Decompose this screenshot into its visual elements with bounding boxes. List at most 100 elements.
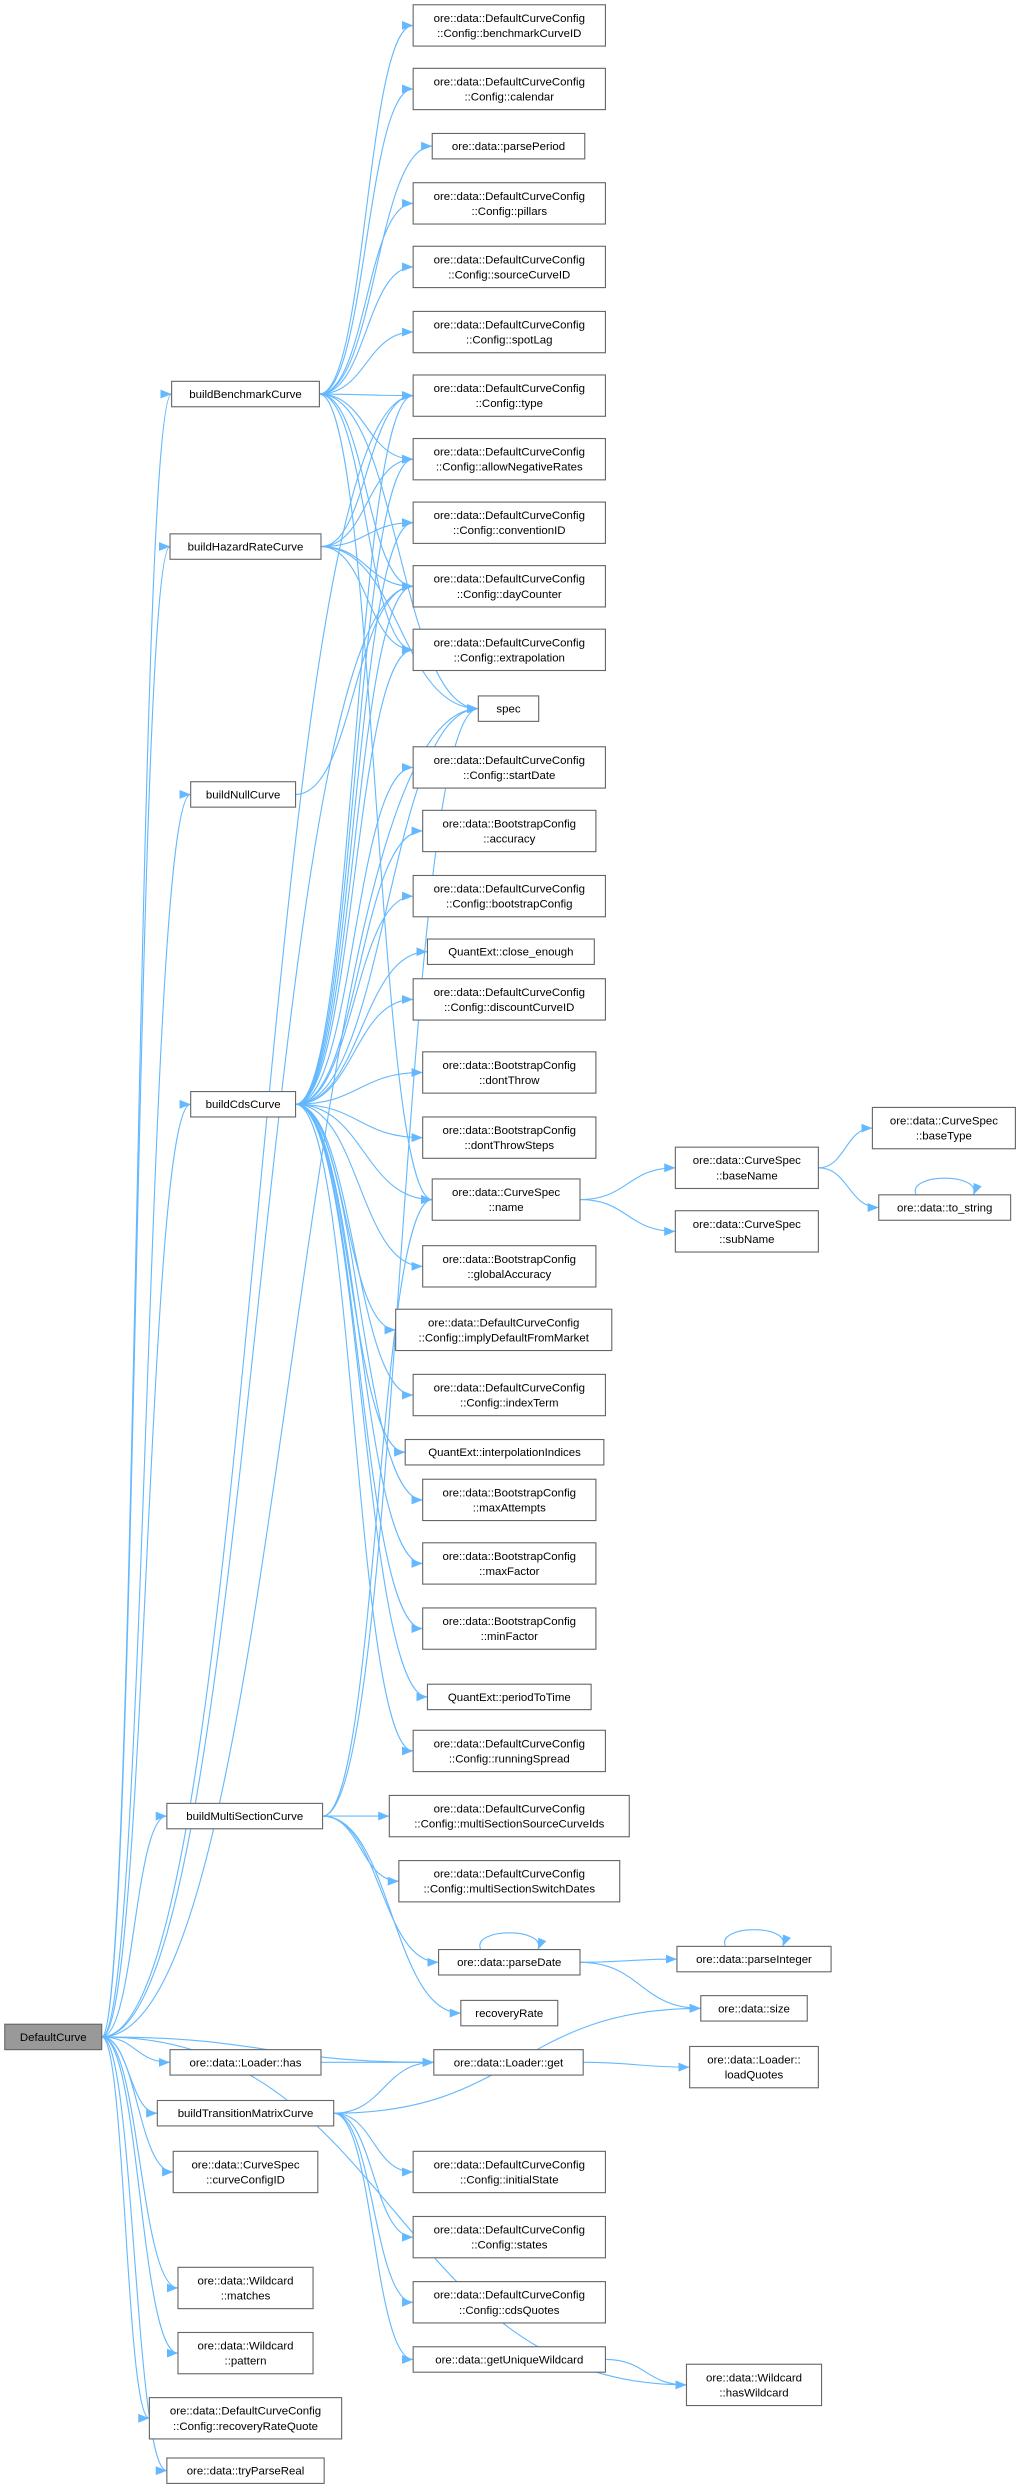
node-label: loadQuotes	[725, 2070, 784, 2082]
graph-node-ce[interactable]: QuantExt::close_enough	[426, 938, 595, 966]
node-label: ore::data::BootstrapConfig	[443, 1487, 577, 1499]
graph-node-cal[interactable]: ore::data::DefaultCurveConfig::Config::c…	[412, 67, 606, 111]
edge-bms-to-rr	[322, 1815, 461, 2018]
edge-bbc-to-name	[319, 393, 433, 1204]
graph-node-rrq[interactable]: ore::data::DefaultCurveConfig::Config::r…	[148, 2397, 343, 2440]
node-label: ::Config::startDate	[463, 770, 555, 782]
node-label: ::matches	[221, 2290, 271, 2302]
edge-bcds-to-ext	[295, 645, 414, 1105]
graph-node-ma[interactable]: ore::data::BootstrapConfig::maxAttempts	[422, 1478, 597, 1522]
edge-bcds-to-dts	[295, 1103, 423, 1143]
graph-node-ts[interactable]: ore::data::to_string	[878, 1194, 1012, 1221]
graph-node-bcfg[interactable]: ore::data::DefaultCurveConfig::Config::b…	[412, 874, 606, 918]
node-box	[388, 1794, 630, 1838]
graph-node-guw[interactable]: ore::data::getUniqueWildcard	[412, 2346, 606, 2373]
graph-node-lget[interactable]: ore::data::Loader::get	[433, 2049, 584, 2076]
graph-node-st[interactable]: ore::data::DefaultCurveConfig::Config::s…	[412, 2215, 606, 2259]
graph-node-type[interactable]: ore::data::DefaultCurveConfig::Config::t…	[412, 374, 606, 417]
graph-node-dc[interactable]: DefaultCurve	[4, 2023, 103, 2051]
graph-node-ext[interactable]: ore::data::DefaultCurveConfig::Config::e…	[412, 628, 606, 672]
graph-node-sz[interactable]: ore::data::size	[700, 1995, 808, 2022]
graph-node-btm[interactable]: buildTransitionMatrixCurve	[156, 2099, 335, 2127]
graph-node-mssc[interactable]: ore::data::DefaultCurveConfig::Config::m…	[388, 1794, 630, 1838]
graph-node-bms[interactable]: buildMultiSectionCurve	[166, 1802, 324, 1830]
node-label: ::baseName	[716, 1170, 778, 1182]
graph-node-rs[interactable]: ore::data::DefaultCurveConfig::Config::r…	[412, 1729, 606, 1773]
node-label: QuantExt::periodToTime	[448, 1692, 571, 1704]
node-label: DefaultCurve	[20, 2032, 87, 2044]
edge-btm-to-st	[333, 2112, 414, 2242]
graph-node-tpr[interactable]: ore::data::tryParseReal	[166, 2457, 325, 2484]
graph-node-anr[interactable]: ore::data::DefaultCurveConfig::Config::a…	[412, 437, 606, 481]
graph-node-pil[interactable]: ore::data::DefaultCurveConfig::Config::p…	[412, 182, 606, 225]
graph-node-spot[interactable]: ore::data::DefaultCurveConfig::Config::s…	[412, 310, 606, 354]
edge-dc-to-bcds	[101, 1100, 191, 2038]
graph-node-is[interactable]: ore::data::DefaultCurveConfig::Config::i…	[412, 2150, 606, 2194]
graph-node-bcds[interactable]: buildCdsCurve	[190, 1091, 297, 1118]
graph-node-cq[interactable]: ore::data::DefaultCurveConfig::Config::c…	[412, 2281, 606, 2324]
graph-node-acc[interactable]: ore::data::BootstrapConfig::accuracy	[422, 809, 597, 853]
node-box	[190, 1091, 297, 1118]
graph-node-name[interactable]: ore::data::CurveSpec::name	[431, 1178, 581, 1221]
graph-node-hw[interactable]: ore::data::Wildcard::hasWildcard	[685, 2363, 823, 2407]
node-label: ::Config::pillars	[471, 206, 547, 218]
node-label: ::minFactor	[481, 1631, 538, 1643]
edge-bhr-to-spec	[320, 546, 479, 714]
graph-node-rr[interactable]: recoveryRate	[460, 1999, 559, 2027]
graph-node-mssd[interactable]: ore::data::DefaultCurveConfig::Config::m…	[398, 1860, 621, 1903]
graph-node-wp[interactable]: ore::data::Wildcard::pattern	[177, 2331, 314, 2375]
graph-node-it[interactable]: ore::data::DefaultCurveConfig::Config::i…	[412, 1373, 606, 1417]
graph-node-bt[interactable]: ore::data::CurveSpec::baseType	[871, 1106, 1016, 1150]
graph-node-lq[interactable]: ore::data::Loader::loadQuotes	[689, 2045, 819, 2089]
graph-node-bn[interactable]: ore::data::CurveSpec::baseName	[674, 1146, 819, 1190]
graph-node-idfm[interactable]: ore::data::DefaultCurveConfig::Config::i…	[395, 1308, 613, 1352]
node-box	[412, 978, 606, 1021]
node-box	[169, 2049, 322, 2076]
graph-node-ccid[interactable]: ore::data::CurveSpec::curveConfigID	[172, 2150, 319, 2194]
graph-node-sd[interactable]: ore::data::DefaultCurveConfig::Config::s…	[412, 746, 606, 789]
node-box	[422, 1051, 597, 1094]
graph-node-dcid[interactable]: ore::data::DefaultCurveConfig::Config::d…	[412, 978, 606, 1021]
node-box	[412, 310, 606, 354]
edge-bcds-to-it	[295, 1103, 414, 1400]
graph-node-dts[interactable]: ore::data::BootstrapConfig::dontThrowSte…	[422, 1116, 597, 1159]
graph-node-ii[interactable]: QuantExt::interpolationIndices	[404, 1438, 605, 1466]
graph-node-mf[interactable]: ore::data::BootstrapConfig::maxFactor	[422, 1542, 597, 1585]
graph-node-bhr[interactable]: buildHazardRateCurve	[169, 533, 322, 560]
graph-node-bcid[interactable]: ore::data::DefaultCurveConfig::Config::b…	[412, 4, 606, 47]
edge-dc-to-bhr	[101, 542, 171, 2038]
node-label: ::Config::runningSpread	[449, 1753, 570, 1765]
edge-bcds-to-idfm	[295, 1103, 396, 1335]
node-box	[700, 1995, 808, 2022]
graph-node-minf[interactable]: ore::data::BootstrapConfig::minFactor	[422, 1607, 597, 1650]
node-label: ore::data::Loader::	[707, 2055, 800, 2067]
graph-node-pd[interactable]: ore::data::parseDate	[438, 1948, 581, 1976]
node-box	[422, 1478, 597, 1522]
node-box	[422, 1607, 597, 1650]
node-label: ore::data::DefaultCurveConfig	[434, 1738, 585, 1750]
node-box	[412, 746, 606, 789]
edge-bn-to-ts	[818, 1167, 879, 1212]
node-label: ::subName	[719, 1234, 774, 1246]
graph-node-ga[interactable]: ore::data::BootstrapConfig::globalAccura…	[422, 1245, 597, 1288]
edge-ts-to-ts	[914, 1177, 982, 1196]
graph-node-lhas[interactable]: ore::data::Loader::has	[169, 2049, 322, 2076]
graph-node-pp[interactable]: ore::data::parsePeriod	[431, 132, 586, 160]
node-label: ::Config::recoveryRateQuote	[173, 2421, 318, 2433]
graph-node-bbc[interactable]: buildBenchmarkCurve	[171, 380, 320, 408]
graph-node-dcnt[interactable]: ore::data::DefaultCurveConfig::Config::d…	[412, 565, 606, 608]
graph-node-scid[interactable]: ore::data::DefaultCurveConfig::Config::s…	[412, 245, 606, 289]
node-box	[398, 1860, 621, 1903]
node-label: ore::data::DefaultCurveConfig	[434, 755, 585, 767]
graph-node-ptt[interactable]: QuantExt::periodToTime	[426, 1683, 592, 1711]
graph-node-bnc[interactable]: buildNullCurve	[190, 781, 297, 808]
graph-node-sn[interactable]: ore::data::CurveSpec::subName	[674, 1210, 819, 1253]
graph-node-conv[interactable]: ore::data::DefaultCurveConfig::Config::c…	[412, 501, 606, 544]
graph-node-dt[interactable]: ore::data::BootstrapConfig::dontThrow	[422, 1051, 597, 1094]
graph-node-pi[interactable]: ore::data::parseInteger	[676, 1945, 832, 1973]
graph-node-wm[interactable]: ore::data::Wildcard::matches	[177, 2266, 314, 2310]
edge-bbc-to-type	[319, 391, 414, 401]
node-box	[177, 2331, 314, 2375]
graph-node-spec[interactable]: spec	[477, 695, 540, 722]
node-label: ::globalAccuracy	[467, 1269, 551, 1281]
